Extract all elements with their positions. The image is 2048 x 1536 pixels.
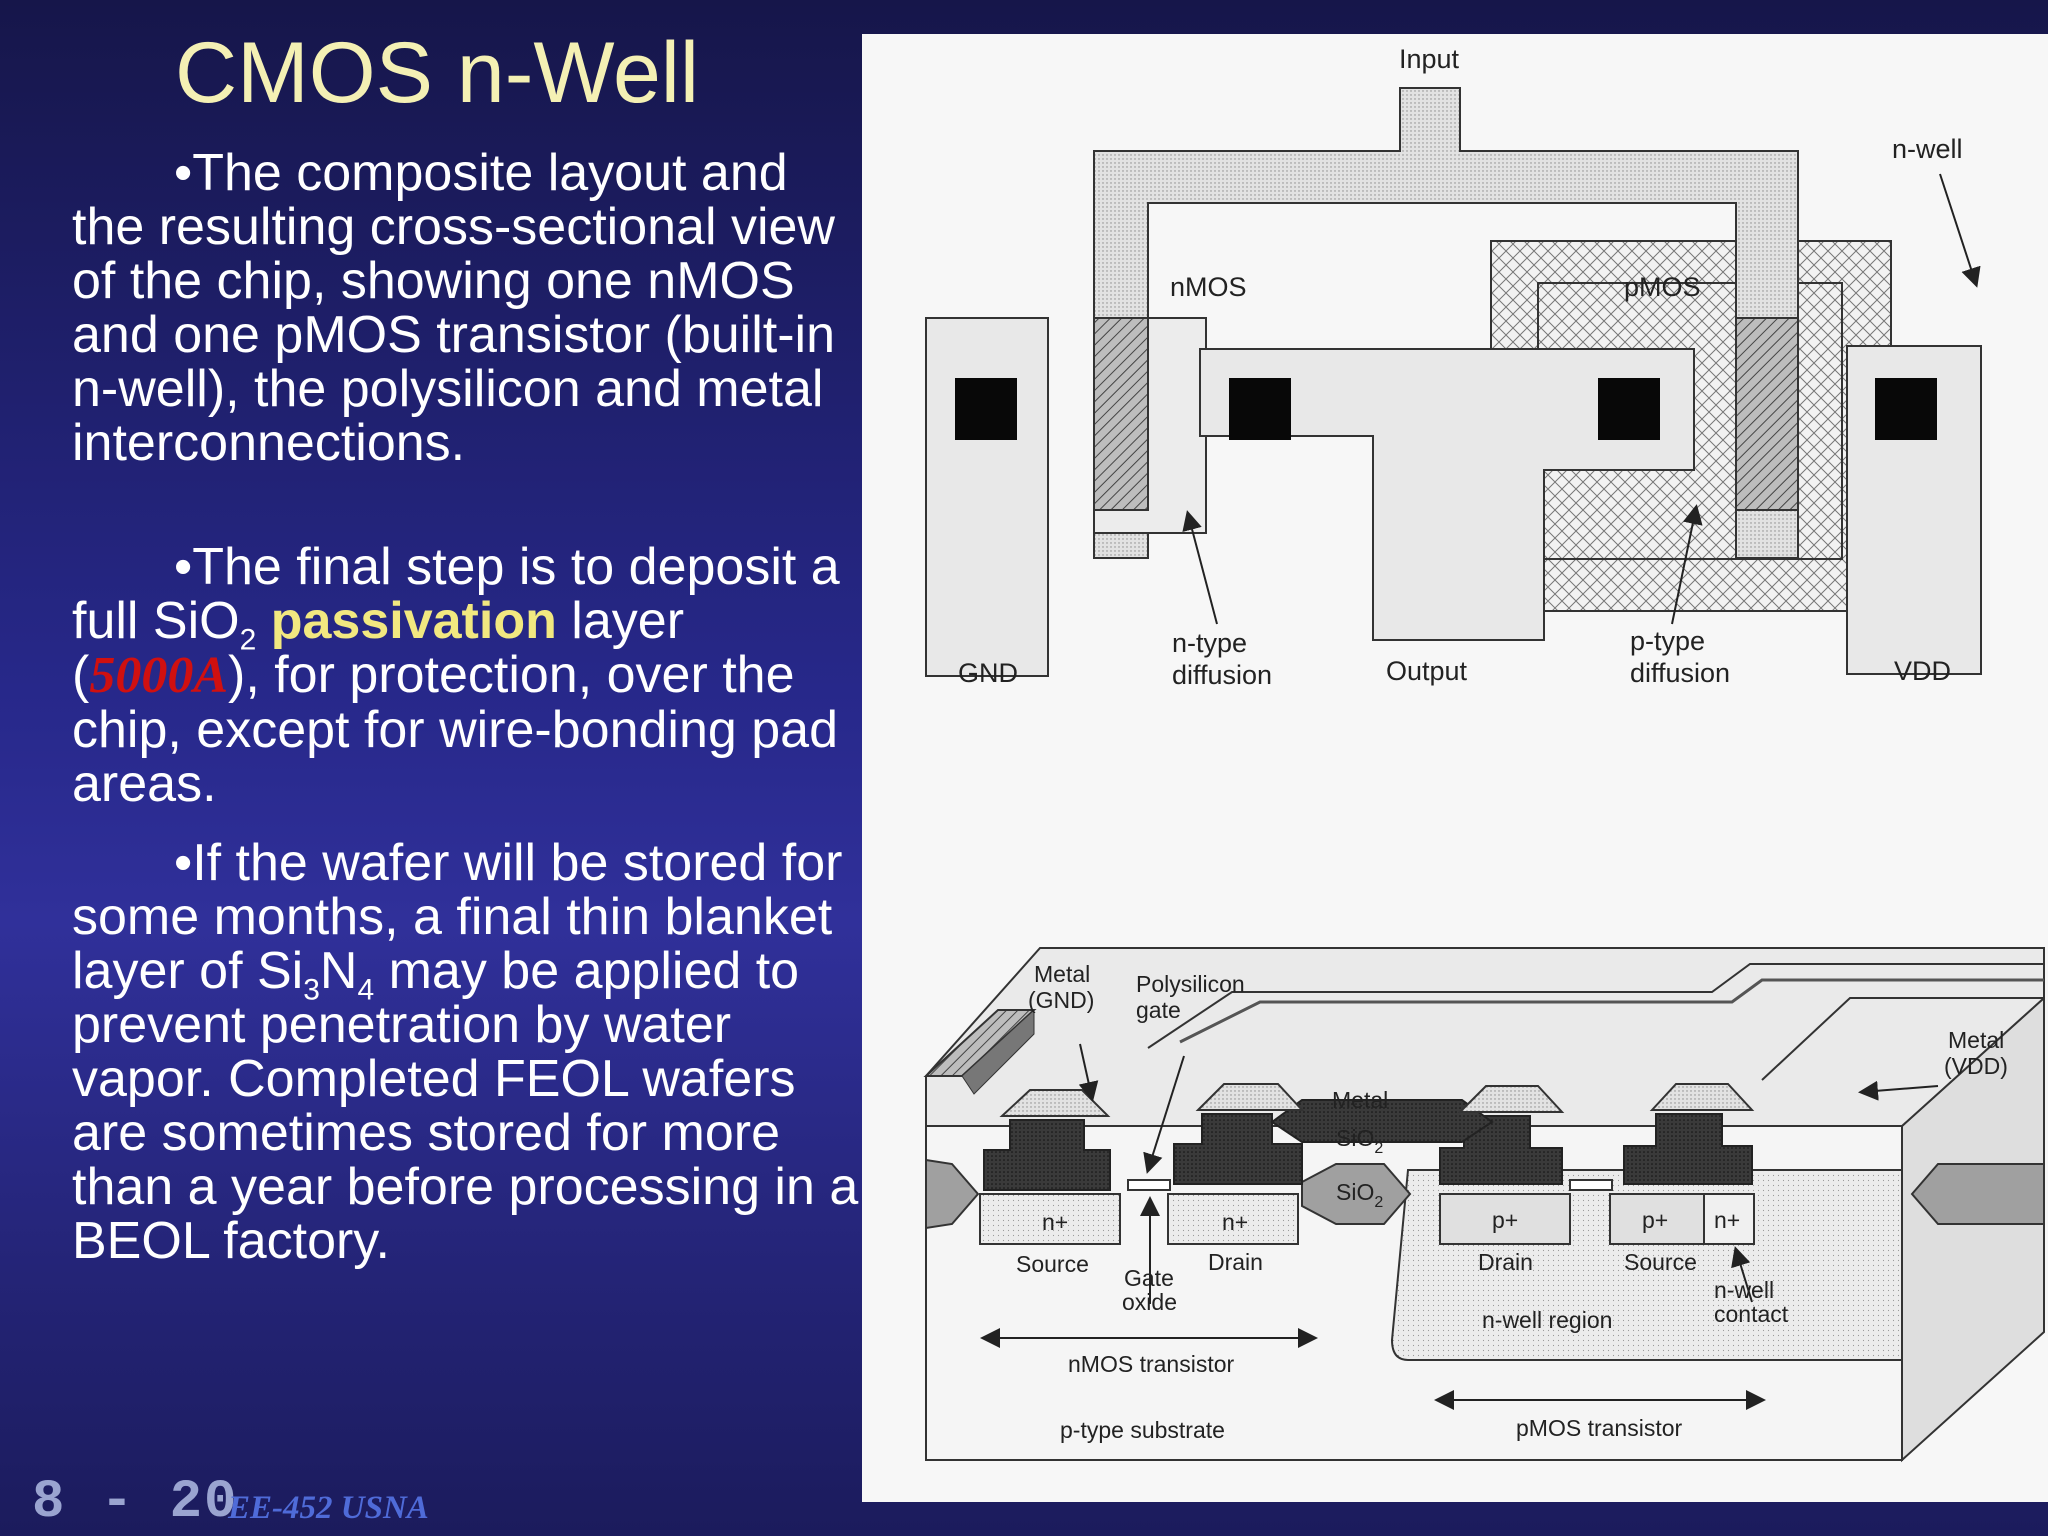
bullet-3-part-3: may be applied to prevent penetration by… [72, 942, 859, 1270]
bullet-silicon-nitride: •If the wafer will be stored for some mo… [72, 836, 872, 1268]
label-metal-vdd-2: (VDD) [1944, 1053, 2008, 1079]
slide-title: CMOS n-Well [175, 25, 700, 121]
label-gate: gate [1136, 997, 1181, 1023]
label-gnd: GND [958, 658, 1018, 688]
n-well-contact-diffusion [1703, 1193, 1755, 1245]
label-output: Output [1386, 656, 1468, 686]
pmos-gate-channel [1735, 317, 1799, 511]
label-polysilicon: Polysilicon [1136, 971, 1245, 997]
label-p-plus-source: p+ [1642, 1207, 1668, 1233]
nmos-gate-channel [1093, 317, 1149, 511]
pmos-source-diffusion [1609, 1193, 1705, 1245]
bullet-3-part-2: N [319, 942, 358, 1000]
pmos-gate [1569, 1179, 1613, 1191]
label-input: Input [1399, 44, 1460, 74]
cmos-figure: Input n-well nMOS pMOS GND n-type diffus… [862, 34, 2048, 1502]
metal-gnd-post [983, 1119, 1111, 1191]
label-sio2-a: SiO2 [1336, 1125, 1383, 1157]
label-gate-oxide-2: oxide [1122, 1289, 1177, 1315]
bullet-1-text: •The composite layout and the resulting … [72, 144, 836, 472]
label-metal-gnd-2: (GND) [1028, 987, 1094, 1013]
bullet-2-part-1: •The final step is to deposit a full SiO [72, 538, 840, 650]
label-nwell-contact-2: contact [1714, 1301, 1789, 1327]
label-gate-oxide-1: Gate [1124, 1265, 1174, 1291]
label-nwell-contact-1: n-well [1714, 1277, 1774, 1303]
label-pmos: pMOS [1624, 272, 1701, 302]
label-n-plus-contact: n+ [1714, 1207, 1740, 1233]
passivation-highlight: passivation [270, 592, 557, 650]
bullet-2-part-2: layer ( [72, 592, 685, 704]
layout-view: Input n-well nMOS pMOS GND n-type diffus… [925, 44, 1982, 690]
cmos-figure-svg: Input n-well nMOS pMOS GND n-type diffus… [923, 44, 2045, 1463]
label-n-diffusion: diffusion [1172, 660, 1272, 690]
gnd-contact [955, 378, 1017, 440]
output-n-contact [1229, 378, 1291, 440]
label-vdd: VDD [1894, 656, 1951, 686]
label-p-diffusion: diffusion [1630, 658, 1730, 688]
course-label: EE-452 USNA [228, 1490, 429, 1526]
label-n-well: n-well [1892, 134, 1963, 164]
label-drain-pmos: Drain [1478, 1249, 1533, 1275]
label-sio2-b: SiO2 [1336, 1179, 1383, 1211]
label-metal: Metal [1332, 1087, 1388, 1113]
bullet-3-part-1: •If the wafer will be stored for some mo… [72, 834, 843, 1000]
label-p-type-substrate: p-type substrate [1060, 1417, 1225, 1443]
label-pmos-transistor: pMOS transistor [1516, 1415, 1682, 1441]
label-drain-nmos: Drain [1208, 1249, 1263, 1275]
oxide-thickness-value: 5000A [89, 647, 229, 704]
label-nmos-transistor: nMOS transistor [1068, 1351, 1234, 1377]
cross-section-view: Metal (GND) Polysilicon gate Metal SiO2 … [923, 947, 2045, 1463]
label-metal-vdd-1: Metal [1948, 1027, 2004, 1053]
sio2-a-text: SiO [1336, 1125, 1374, 1151]
label-n-type: n-type [1172, 628, 1247, 658]
nmos-gate [1127, 1179, 1171, 1191]
label-n-well-region: n-well region [1482, 1307, 1612, 1333]
nmos-source-diffusion [979, 1193, 1121, 1245]
metal-output-n-post [1173, 1113, 1303, 1185]
bullet-2-part-3: ), for protection, over the chip, except… [72, 646, 839, 813]
metal-gnd-layout [925, 317, 1049, 677]
sio2-b-text: SiO [1336, 1179, 1374, 1205]
label-p-plus-drain: p+ [1492, 1207, 1518, 1233]
output-p-contact [1598, 378, 1660, 440]
bullet-composite-layout: •The composite layout and the resulting … [72, 146, 872, 470]
label-n-plus-source: n+ [1042, 1209, 1068, 1235]
vdd-contact [1875, 378, 1937, 440]
label-source-nmos: Source [1016, 1251, 1089, 1277]
label-source-pmos: Source [1624, 1249, 1697, 1275]
slide-number: 8 - 20 [32, 1472, 239, 1533]
metal-output-line [1270, 1099, 1494, 1143]
nmos-drain-diffusion [1167, 1193, 1299, 1245]
label-p-type: p-type [1630, 626, 1705, 656]
sio2-a-sub: 2 [1374, 1140, 1383, 1157]
bullet-passivation: •The final step is to deposit a full SiO… [72, 540, 872, 811]
pmos-drain-diffusion [1439, 1193, 1571, 1245]
sio2-b-sub: 2 [1374, 1194, 1383, 1211]
label-n-plus-drain: n+ [1222, 1209, 1248, 1235]
metal-vdd-post [1623, 1113, 1753, 1185]
label-nmos: nMOS [1170, 272, 1247, 302]
label-metal-gnd-1: Metal [1034, 961, 1090, 987]
polysilicon-gate-layout [1093, 87, 1799, 559]
